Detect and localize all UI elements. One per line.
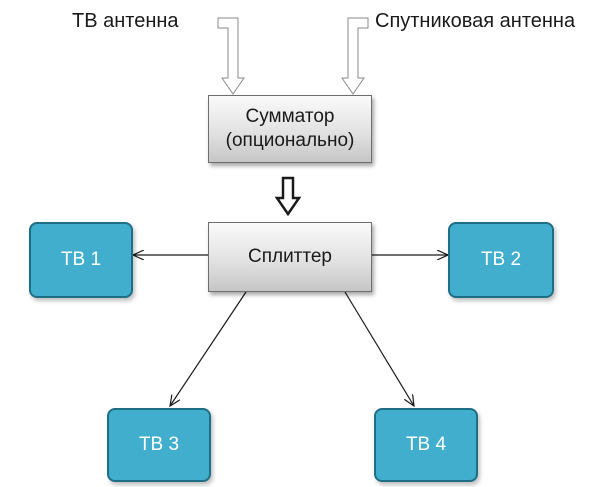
splitter-to-tv3-line [170, 291, 247, 406]
combiner-label: Сумматор [245, 106, 335, 127]
tv2-label: ТВ 2 [480, 249, 522, 270]
splitter-to-tv4-line [344, 291, 414, 406]
splitter-label: Сплиттер [247, 246, 333, 267]
tv4-label: ТВ 4 [405, 434, 447, 455]
satellite-antenna-input-arrow [341, 17, 369, 95]
satellite-antenna-label: Спутниковая антенна [375, 10, 576, 32]
tv-antenna-input-arrow [217, 17, 245, 95]
tv-antenna-label: ТВ антенна [72, 10, 179, 32]
combiner-box: Сумматор (опционально) [208, 95, 372, 163]
tv1-label: ТВ 1 [60, 249, 102, 270]
tv4-box: ТВ 4 [374, 408, 478, 482]
tv1-box: ТВ 1 [29, 222, 133, 298]
combiner-to-splitter-arrow [274, 176, 302, 217]
tv3-label: ТВ 3 [138, 434, 180, 455]
combiner-optional-note: (опционально) [225, 130, 355, 151]
splitter-box: Сплиттер [208, 222, 372, 292]
tv2-box: ТВ 2 [448, 222, 554, 298]
tv3-box: ТВ 3 [107, 408, 211, 482]
